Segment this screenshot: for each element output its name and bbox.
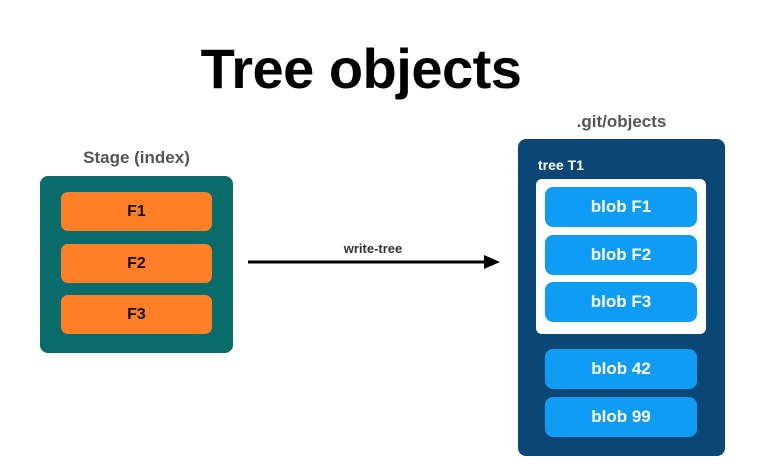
stage-label: Stage (index) xyxy=(83,148,190,167)
stage-item-f3: F3 xyxy=(61,295,212,334)
diagram-title: Tree objects xyxy=(200,37,522,100)
objects-box: tree T1 blob F1 blob F2 blob F3 blob 42 … xyxy=(518,139,725,456)
arrow-label: write-tree xyxy=(343,241,403,256)
write-tree-arrow xyxy=(248,255,500,269)
objects-label: .git/objects xyxy=(576,112,667,131)
stage-item-f1: F1 xyxy=(61,192,212,231)
tree-label: tree T1 xyxy=(538,157,584,173)
blob-42: blob 42 xyxy=(545,349,697,389)
blob-f3: blob F3 xyxy=(545,282,697,322)
stage-box: F1 F2 F3 xyxy=(40,176,233,353)
tree-box: blob F1 blob F2 blob F3 xyxy=(536,179,706,334)
blob-f1: blob F1 xyxy=(545,187,697,227)
stage-item-f2: F2 xyxy=(61,244,212,283)
blob-f2: blob F2 xyxy=(545,235,697,275)
blob-99: blob 99 xyxy=(545,397,697,437)
